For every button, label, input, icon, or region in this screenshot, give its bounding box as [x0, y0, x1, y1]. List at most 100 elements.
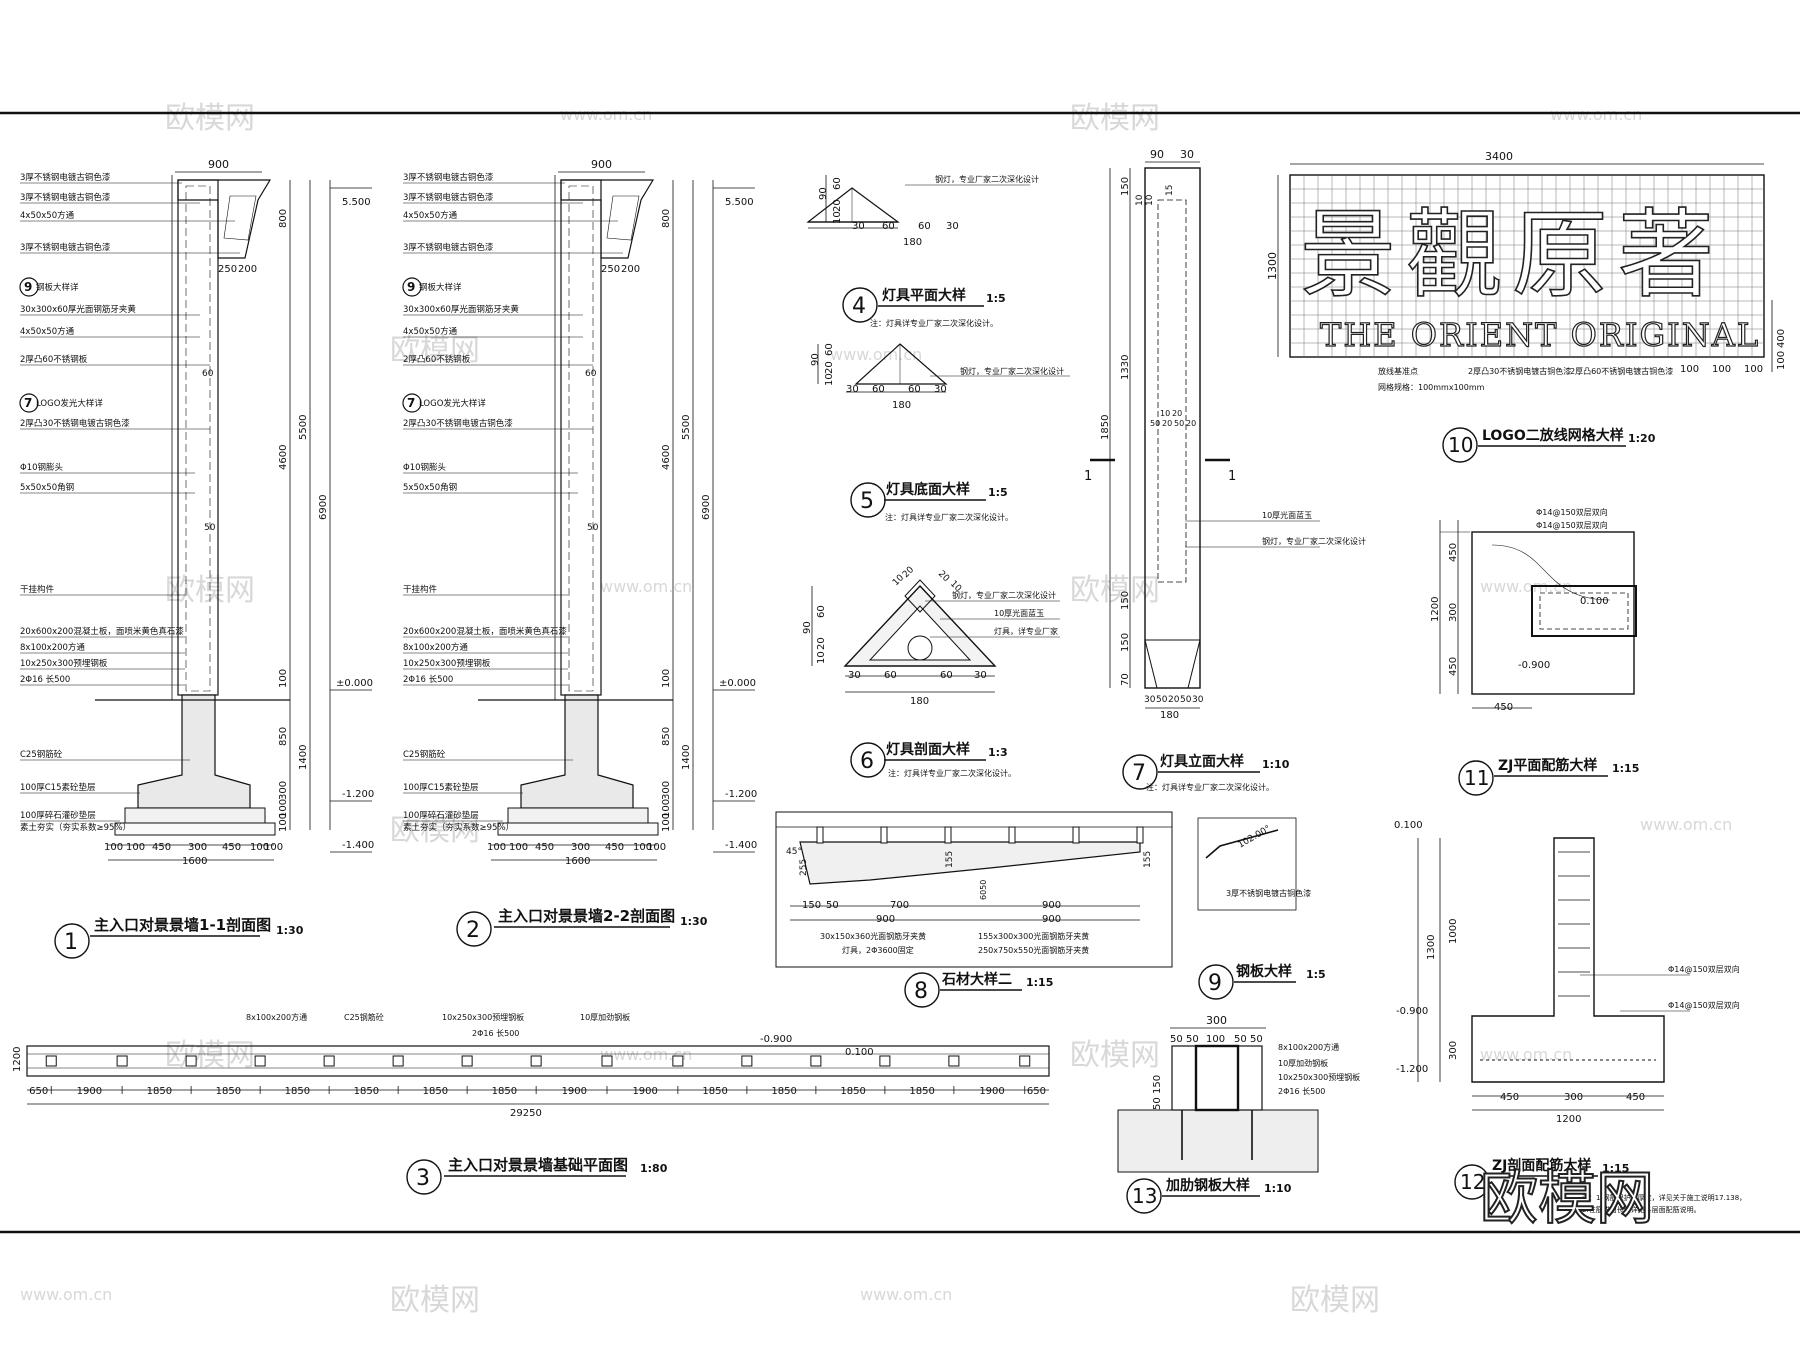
- svg-text:2厚凸30不锈钢电镀古铜色漆: 2厚凸30不锈钢电镀古铜色漆: [1468, 366, 1571, 376]
- detail-10-logo-grid: 3400 景觀原著 THE ORIENT ORIGINAL 1300 400 1…: [1266, 150, 1787, 392]
- svg-text:1:5: 1:5: [988, 486, 1008, 499]
- embedded-plate: [810, 1055, 822, 1067]
- svg-text:10: 10: [1160, 409, 1170, 418]
- dimension-label: 1850: [702, 1086, 727, 1097]
- top-dimension: 900: [208, 158, 229, 171]
- svg-text:主入口对景景墙1-1剖面图: 主入口对景景墙1-1剖面图: [94, 916, 271, 934]
- inner-dim: 60: [202, 369, 214, 379]
- svg-text:60: 60: [832, 177, 843, 190]
- embedded-plate: [879, 1055, 891, 1067]
- svg-text:100: 100: [1680, 364, 1699, 375]
- svg-text:50: 50: [1170, 1034, 1183, 1045]
- svg-text:1600: 1600: [182, 856, 207, 867]
- svg-text:10厚光面蓝玉: 10厚光面蓝玉: [1262, 510, 1312, 520]
- embedded-plate: [530, 1055, 542, 1067]
- svg-text:石材大样二: 石材大样二: [941, 971, 1012, 988]
- svg-text:10x250x300预埋钢板: 10x250x300预埋钢板: [1278, 1072, 1360, 1082]
- svg-text:180: 180: [1160, 710, 1179, 721]
- svg-text:15: 15: [1165, 185, 1175, 196]
- svg-text:20: 20: [816, 637, 827, 650]
- svg-text:主入口对景景墙基础平面图: 主入口对景景墙基础平面图: [448, 1156, 628, 1174]
- svg-text:-0.900: -0.900: [1396, 1006, 1428, 1017]
- svg-text:180: 180: [892, 400, 911, 411]
- svg-text:10: 10: [824, 373, 835, 386]
- detail-title: 12 ZJ剖面配筋大样 1:15: [1454, 1157, 1629, 1200]
- embedded-plate: [672, 1055, 684, 1067]
- svg-text:450: 450: [152, 842, 171, 853]
- embedded-plate: [741, 1055, 753, 1067]
- svg-text:50: 50: [1150, 419, 1160, 428]
- dimension-label: 1850: [216, 1086, 241, 1097]
- svg-text:300: 300: [278, 781, 289, 800]
- svg-text:3400: 3400: [1485, 150, 1513, 163]
- svg-text:102.00°: 102.00°: [1237, 824, 1273, 851]
- label: 素土夯实（夯实系数≥95%）: [20, 822, 131, 833]
- svg-text:1200: 1200: [12, 1047, 23, 1072]
- svg-text:155: 155: [1143, 851, 1153, 868]
- svg-text:90: 90: [1150, 148, 1164, 161]
- watermark-brand: 欧模网: [165, 1038, 255, 1073]
- wall-cap: [177, 179, 272, 259]
- svg-text:60: 60: [918, 221, 931, 232]
- svg-text:1:80: 1:80: [640, 1162, 668, 1175]
- embedded-plate: [1019, 1055, 1031, 1067]
- svg-text:20: 20: [1172, 409, 1182, 418]
- svg-text:30: 30: [1180, 148, 1194, 161]
- svg-text:60: 60: [882, 221, 895, 232]
- svg-text:1:3: 1:3: [988, 746, 1008, 759]
- svg-text:100: 100: [1206, 1034, 1225, 1045]
- svg-text:1:5: 1:5: [1306, 968, 1326, 981]
- label: 2厚凸60不锈钢板: [20, 354, 88, 365]
- svg-text:Φ14@150双层双向: Φ14@150双层双向: [1536, 520, 1608, 530]
- svg-text:Φ14@150双层双向: Φ14@150双层双向: [1668, 964, 1740, 974]
- svg-text:注：灯具详专业厂家二次深化设计。: 注：灯具详专业厂家二次深化设计。: [870, 318, 998, 328]
- watermark-site: www.om.cn: [1550, 105, 1642, 124]
- detail-1-section: 900 3厚不锈钢电镀古铜色漆 3厚不锈钢电镀古铜色漆 4x50x50方通 3厚…: [19, 158, 374, 867]
- svg-text:60: 60: [872, 384, 885, 395]
- svg-text:2: 2: [466, 918, 480, 943]
- watermark-site: www.om.cn: [860, 1285, 952, 1304]
- svg-text:150: 150: [1152, 1075, 1163, 1094]
- svg-text:-1.200: -1.200: [342, 789, 374, 800]
- label: 30x300x60厚光面钢筋牙夹黄: [20, 304, 136, 315]
- svg-text:1300: 1300: [1426, 935, 1437, 960]
- svg-text:1330: 1330: [1120, 355, 1131, 380]
- detail-title: 6 灯具剖面大样 1:3: [850, 741, 1008, 778]
- svg-text:Φ14@150双层双向: Φ14@150双层双向: [1668, 1000, 1740, 1010]
- corner-watermark: 欧模网: [1480, 1164, 1654, 1232]
- svg-text:100: 100: [1744, 364, 1763, 375]
- svg-text:1:15: 1:15: [1602, 1162, 1629, 1175]
- wall-outline: [177, 179, 219, 696]
- embedded-plate: [254, 1055, 266, 1067]
- detail-3-foundation-plan: 1200 -0.900 0.100 8x100x200方通 C25钢筋砼 10x…: [12, 1012, 1050, 1119]
- svg-text:9: 9: [1208, 971, 1222, 996]
- leader-lines: [20, 182, 240, 822]
- post: [944, 826, 952, 844]
- label: 3厚不锈钢电镀古铜色漆: [20, 172, 111, 183]
- svg-text:20: 20: [832, 199, 843, 212]
- svg-text:180: 180: [903, 237, 922, 248]
- watermark-site: www.om.cn: [20, 1285, 112, 1304]
- svg-text:1000: 1000: [1448, 919, 1459, 944]
- detail-title: 7 灯具立面大样 1:10: [1122, 753, 1290, 790]
- level-marks: 5.500 ±0.000 -1.200 -1.400: [330, 187, 374, 853]
- svg-text:20: 20: [1186, 419, 1196, 428]
- detail-title: 8 石材大样二 1:15: [904, 971, 1053, 1008]
- svg-text:C25钢筋砼: C25钢筋砼: [344, 1012, 384, 1022]
- watermark-brand: 欧模网: [165, 573, 255, 608]
- label: 4x50x50方通: [20, 210, 75, 221]
- svg-text:6050: 6050: [979, 880, 988, 900]
- svg-text:LOGO二放线网格大样: LOGO二放线网格大样: [1482, 427, 1624, 444]
- svg-text:90: 90: [810, 353, 821, 366]
- svg-text:10: 10: [832, 211, 843, 224]
- label: LOGO发光大样详: [36, 398, 103, 409]
- svg-text:100: 100: [278, 799, 289, 818]
- detail-6-lamp-section: 10 20 20 10 90 60 20 10 30 60 60 30 180 …: [802, 565, 1060, 778]
- label: 10x250x300预埋钢板: [20, 658, 108, 669]
- embedded-plate: [601, 1055, 613, 1067]
- steel-column: [1194, 1044, 1240, 1112]
- svg-text:30: 30: [1144, 695, 1156, 705]
- svg-text:注：1.钢筋保护层厚度，详见关于施工说明17.138，: 注：1.钢筋保护层厚度，详见关于施工说明17.138，: [1582, 1193, 1746, 1202]
- svg-text:1:30: 1:30: [276, 924, 304, 937]
- detail-title: 4 灯具平面大样 1:5: [842, 287, 1006, 323]
